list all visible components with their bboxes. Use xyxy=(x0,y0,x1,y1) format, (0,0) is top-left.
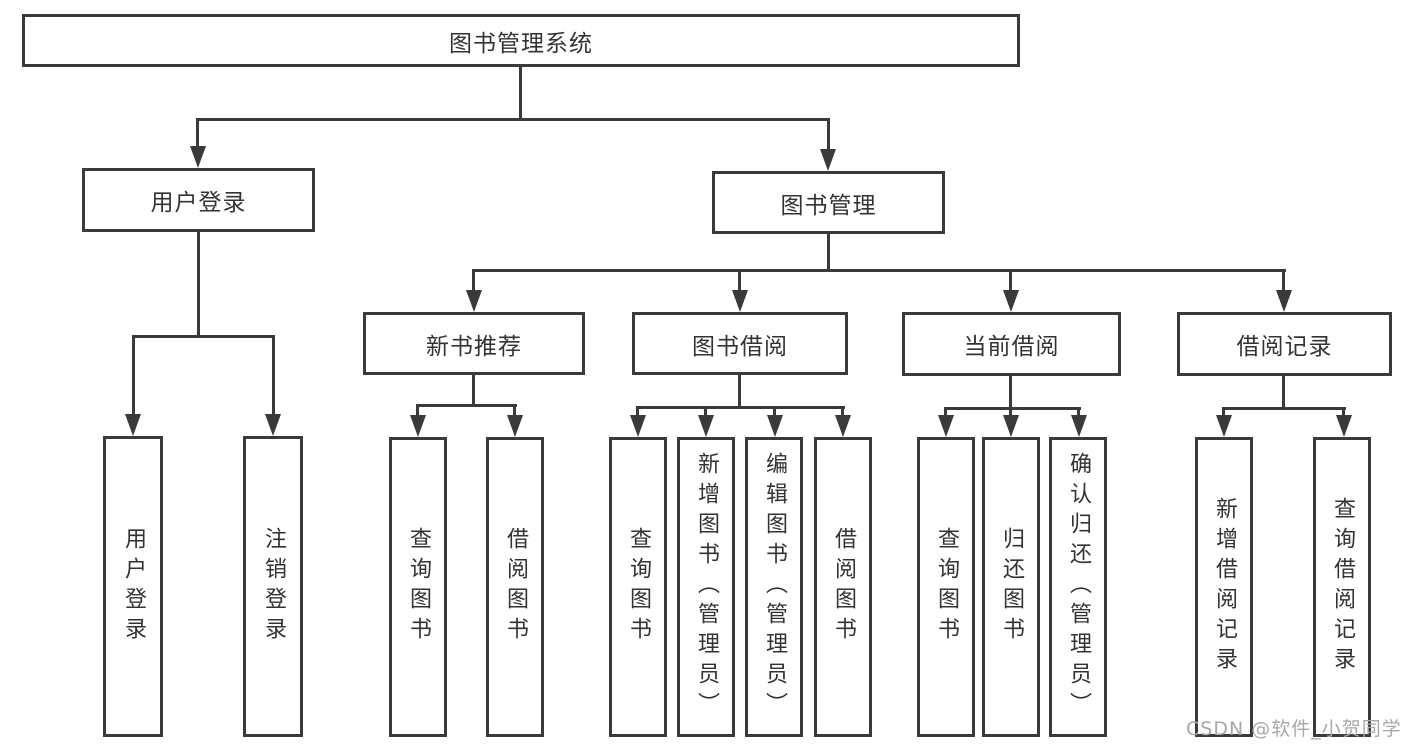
connector-line xyxy=(1009,269,1012,295)
arrowhead xyxy=(732,290,748,312)
connector-line xyxy=(513,404,516,422)
node-leaf-query-book-2: 查询图书 xyxy=(609,437,667,737)
arrowhead xyxy=(938,415,954,437)
arrowhead xyxy=(466,290,482,312)
node-new-book-recommend: 新书推荐 xyxy=(363,312,585,375)
arrowhead xyxy=(630,415,646,437)
node-leaf-return-book-label: 归还图书 xyxy=(999,527,1024,647)
connector-line xyxy=(132,335,135,417)
node-leaf-edit-book-admin-label: 编辑图书（管理员） xyxy=(762,452,787,722)
csdn-watermark: CSDN @软件_小贺同学 xyxy=(1186,718,1402,740)
arrowhead xyxy=(265,414,281,436)
connector-line xyxy=(636,406,639,422)
arrowhead xyxy=(820,149,836,171)
connector-line xyxy=(1222,407,1346,410)
node-current-borrow: 当前借阅 xyxy=(902,312,1121,376)
connector-line xyxy=(472,269,1286,272)
node-leaf-return-book: 归还图书 xyxy=(982,437,1040,737)
node-leaf-query-book-1-label: 查询图书 xyxy=(406,527,431,647)
arrowhead xyxy=(1216,415,1232,437)
node-leaf-add-borrow-record-label: 新增借阅记录 xyxy=(1212,497,1237,677)
node-leaf-borrow-book-2: 借阅图书 xyxy=(814,437,872,737)
arrowhead xyxy=(1003,415,1019,437)
node-leaf-borrow-book-1: 借阅图书 xyxy=(486,437,544,737)
node-leaf-query-book-3-label: 查询图书 xyxy=(934,527,959,647)
node-leaf-add-book-admin-label: 新增图书（管理员） xyxy=(694,452,719,722)
node-leaf-query-book-2-label: 查询图书 xyxy=(626,527,651,647)
arrowhead xyxy=(1003,290,1019,312)
node-current-borrow-label: 当前借阅 xyxy=(963,334,1060,360)
node-leaf-user-login: 用户登录 xyxy=(103,436,163,737)
connector-line xyxy=(827,234,830,272)
arrowhead xyxy=(1071,415,1087,437)
connector-line xyxy=(132,335,275,338)
node-book-borrow: 图书借阅 xyxy=(632,312,848,375)
node-user-login: 用户登录 xyxy=(82,168,315,232)
node-leaf-query-borrow-record-label: 查询借阅记录 xyxy=(1330,497,1355,677)
arrowhead xyxy=(507,415,523,437)
node-leaf-logout: 注销登录 xyxy=(243,436,303,737)
connector-line xyxy=(416,404,419,422)
node-leaf-add-book-admin: 新增图书（管理员） xyxy=(677,437,735,737)
connector-line xyxy=(738,375,741,409)
arrowhead xyxy=(698,415,714,437)
node-root-label: 图书管理系统 xyxy=(449,30,593,57)
connector-line xyxy=(1222,407,1225,422)
arrowhead xyxy=(125,414,141,436)
node-leaf-query-book-1: 查询图书 xyxy=(389,437,447,737)
connector-line xyxy=(944,407,947,422)
connector-line xyxy=(704,406,707,422)
connector-line xyxy=(472,375,475,407)
connector-line xyxy=(944,407,1081,410)
node-root: 图书管理系统 xyxy=(22,14,1020,67)
arrowhead xyxy=(767,415,783,437)
node-leaf-logout-label: 注销登录 xyxy=(261,526,286,647)
connector-line xyxy=(1009,407,1012,422)
connector-line xyxy=(827,118,830,154)
connector-line xyxy=(1282,376,1285,410)
node-leaf-user-login-label: 用户登录 xyxy=(121,526,146,647)
connector-line xyxy=(841,406,844,422)
connector-line xyxy=(1342,407,1345,422)
connector-line xyxy=(636,406,845,409)
connector-line xyxy=(472,269,475,295)
connector-line xyxy=(1077,407,1080,422)
node-new-book-recommend-label: 新书推荐 xyxy=(426,333,522,360)
node-leaf-borrow-book-1-label: 借阅图书 xyxy=(503,527,528,647)
node-leaf-query-book-3: 查询图书 xyxy=(917,437,975,737)
node-leaf-confirm-return-admin-label: 确认归还（管理员） xyxy=(1066,452,1091,722)
node-borrow-record-label: 借阅记录 xyxy=(1236,334,1333,360)
connector-line xyxy=(196,118,199,152)
node-book-management-label: 图书管理 xyxy=(780,192,877,219)
arrowhead xyxy=(1276,290,1292,312)
arrowhead xyxy=(835,415,851,437)
arrowhead xyxy=(190,146,206,168)
connector-line xyxy=(738,269,741,295)
node-leaf-borrow-book-2-label: 借阅图书 xyxy=(831,527,856,647)
node-book-management: 图书管理 xyxy=(712,171,945,234)
node-user-login-label: 用户登录 xyxy=(150,190,247,216)
node-leaf-confirm-return-admin: 确认归还（管理员） xyxy=(1049,437,1107,737)
connector-line xyxy=(196,118,830,121)
arrowhead xyxy=(410,415,426,437)
connector-line xyxy=(416,404,517,407)
connector-line xyxy=(519,67,522,120)
node-leaf-edit-book-admin: 编辑图书（管理员） xyxy=(745,437,803,737)
connector-line xyxy=(1282,269,1285,295)
node-book-borrow-label: 图书借阅 xyxy=(692,333,788,360)
connector-line xyxy=(1009,376,1012,410)
node-leaf-query-borrow-record: 查询借阅记录 xyxy=(1313,437,1371,737)
node-leaf-add-borrow-record: 新增借阅记录 xyxy=(1195,437,1253,737)
node-borrow-record: 借阅记录 xyxy=(1177,312,1392,376)
connector-line xyxy=(773,406,776,422)
connector-line xyxy=(197,232,200,338)
arrowhead xyxy=(1336,415,1352,437)
connector-line xyxy=(272,335,275,417)
